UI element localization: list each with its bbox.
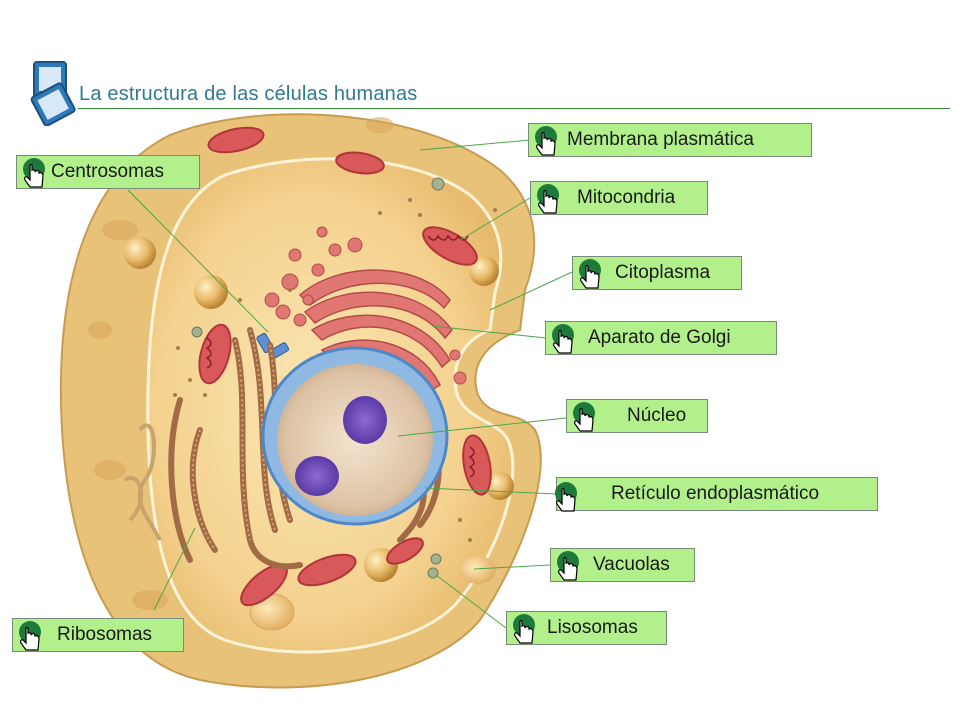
label-text: Retículo endoplasmático [611, 483, 820, 504]
label-mitocondria[interactable]: Mitocondria [530, 181, 708, 215]
book-pages-icon [30, 61, 76, 126]
page-title: La estructura de las células humanas [79, 83, 418, 105]
pointing-hand-icon [535, 126, 557, 156]
pointing-hand-icon [513, 614, 535, 644]
pointing-hand-icon [579, 259, 601, 289]
nucleolus-2 [295, 456, 339, 496]
label-text: Mitocondria [577, 187, 676, 208]
pointing-hand-icon [23, 158, 45, 188]
label-text: Centrosomas [51, 161, 164, 182]
label-aparato-de-golgi[interactable]: Aparato de Golgi [545, 321, 777, 355]
label-reticulo-endoplasmatico[interactable]: Retículo endoplasmático [555, 477, 878, 512]
label-text: Lisosomas [547, 617, 638, 638]
pointing-hand-icon [19, 621, 41, 651]
label-nucleo[interactable]: Núcleo [566, 399, 708, 433]
label-ribosomas[interactable]: Ribosomas [12, 618, 184, 652]
label-vacuolas[interactable]: Vacuolas [550, 548, 695, 582]
label-text: Membrana plasmática [567, 129, 754, 150]
label-text: Aparato de Golgi [588, 327, 731, 348]
label-membrana-plasmatica[interactable]: Membrana plasmática [528, 123, 812, 157]
label-text: Vacuolas [593, 554, 670, 575]
label-centrosomas[interactable]: Centrosomas [16, 155, 200, 189]
title-divider [78, 108, 950, 109]
mitochondria-outer [198, 126, 492, 607]
label-text: Citoplasma [615, 262, 711, 283]
label-lisosomas[interactable]: Lisosomas [506, 611, 667, 645]
label-citoplasma[interactable]: Citoplasma [572, 256, 742, 290]
pointing-hand-icon [555, 482, 577, 512]
label-text: Núcleo [627, 405, 687, 426]
pointing-hand-icon [573, 402, 595, 432]
pointing-hand-icon [557, 551, 579, 581]
pointing-hand-icon [537, 184, 559, 214]
nucleolus-1 [343, 396, 387, 444]
pointing-hand-icon [552, 324, 574, 354]
label-text: Ribosomas [57, 624, 153, 645]
